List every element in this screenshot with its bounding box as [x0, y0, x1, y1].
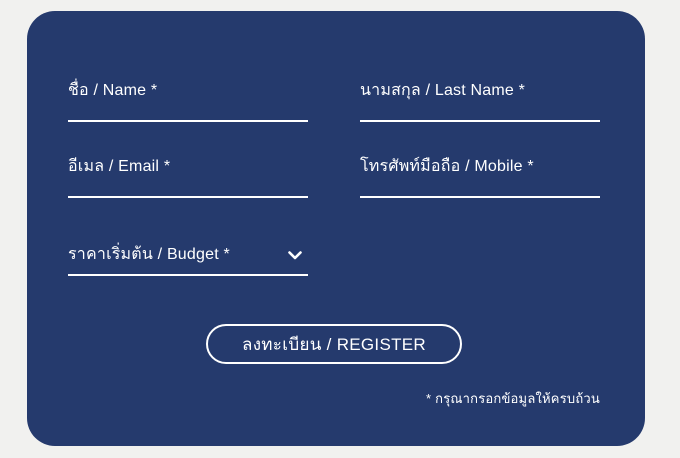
button-row: ลงทะเบียน / REGISTER [68, 324, 600, 364]
form-row-2: อีเมล / Email * โทรศัพท์มือถือ / Mobile … [68, 156, 600, 198]
registration-form-card: ชื่อ / Name * นามสกุล / Last Name * อีเม… [27, 11, 645, 446]
last-name-label: นามสกุล / Last Name * [360, 82, 526, 99]
form-row-3: ราคาเริ่มต้น / Budget * [68, 244, 600, 276]
chevron-down-icon [288, 250, 302, 260]
budget-select[interactable]: ราคาเริ่มต้น / Budget * [68, 244, 308, 276]
email-label: อีเมล / Email * [68, 158, 171, 175]
budget-label: ราคาเริ่มต้น / Budget * [68, 246, 230, 263]
form-row-1: ชื่อ / Name * นามสกุล / Last Name * [68, 80, 600, 122]
register-button[interactable]: ลงทะเบียน / REGISTER [205, 324, 462, 364]
last-name-input[interactable] [360, 102, 600, 122]
budget-underline [68, 266, 308, 276]
mobile-label: โทรศัพท์มือถือ / Mobile * [360, 158, 534, 175]
name-label: ชื่อ / Name * [68, 82, 158, 99]
name-input[interactable] [68, 102, 308, 122]
last-name-field: นามสกุล / Last Name * [360, 80, 600, 122]
budget-select-display: ราคาเริ่มต้น / Budget * [68, 244, 308, 266]
required-fields-note: * กรุณากรอกข้อมูลให้ครบถ้วน [426, 391, 600, 406]
mobile-input[interactable] [360, 178, 600, 198]
email-input[interactable] [68, 178, 308, 198]
mobile-field: โทรศัพท์มือถือ / Mobile * [360, 156, 600, 198]
name-field: ชื่อ / Name * [68, 80, 308, 122]
email-field: อีเมล / Email * [68, 156, 308, 198]
